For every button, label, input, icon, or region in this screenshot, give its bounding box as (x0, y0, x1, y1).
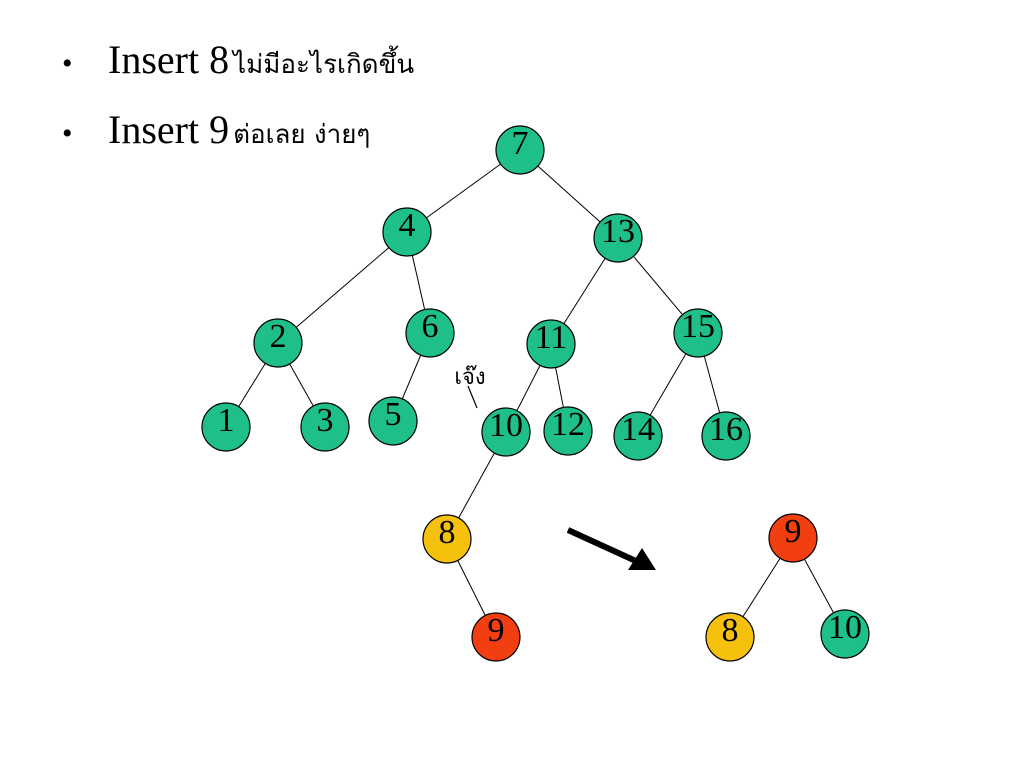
main-node-circle-7 (495, 125, 545, 175)
bullet-marker: • (62, 47, 73, 80)
bullet-item-insert-9: • Insert 9 ต่อเลย ง่ายๆ (62, 106, 370, 155)
result-node-10: 10 (820, 609, 870, 659)
annotation-pointer (467, 385, 478, 409)
main-edge-n6-n5 (401, 354, 422, 400)
main-edge-n2-n1 (238, 363, 266, 407)
main-node-circle-15 (673, 308, 723, 358)
annotation-group: เจ๊ง (454, 365, 486, 409)
main-node-label-8: 8 (439, 514, 456, 551)
main-node-label-2: 2 (270, 318, 287, 355)
main-node-circle-2 (253, 318, 303, 368)
main-node-circle-9 (471, 612, 521, 662)
main-edge-n15-n14 (649, 353, 687, 416)
main-node-15: 15 (673, 308, 723, 358)
main-node-8: 8 (422, 514, 472, 564)
result-node-circle-10 (820, 609, 870, 659)
result-node-label-10: 10 (828, 609, 862, 646)
result-node-circle-8 (705, 612, 755, 662)
main-edge-n4-n6 (411, 255, 426, 310)
main-node-12: 12 (543, 406, 593, 456)
bullet-item-insert-8: • Insert 8 ไม่มีอะไรเกิดขึ้น (62, 36, 414, 85)
result-node-label-8: 8 (722, 612, 739, 649)
edges-layer (238, 163, 835, 618)
main-node-label-13: 13 (601, 213, 635, 250)
main-node-7: 7 (495, 125, 545, 175)
main-node-circle-11 (526, 319, 576, 369)
bullet-text-th: ต่อเลย ง่ายๆ (233, 120, 371, 150)
main-node-1: 1 (201, 402, 251, 452)
bullet-text-en: Insert 9 (108, 107, 230, 152)
main-node-circle-1 (201, 402, 251, 452)
main-edge-n13-n11 (563, 258, 606, 324)
main-node-3: 3 (300, 402, 350, 452)
main-node-label-14: 14 (621, 411, 655, 448)
bullet-text-en: Insert 8 (108, 37, 230, 82)
main-edge-n11-n12 (555, 367, 564, 408)
main-node-label-9: 9 (488, 612, 505, 649)
main-node-2: 2 (253, 318, 303, 368)
bullet-marker: • (62, 117, 73, 150)
bullet-text-th: ไม่มีอะไรเกิดขึ้น (233, 50, 415, 80)
main-edge-n2-n3 (289, 363, 314, 407)
main-node-label-4: 4 (399, 207, 416, 244)
main-node-label-5: 5 (385, 396, 402, 433)
main-node-circle-13 (593, 213, 643, 263)
main-node-4: 4 (382, 207, 432, 257)
main-node-5: 5 (368, 396, 418, 446)
main-node-14: 14 (613, 411, 663, 461)
main-node-16: 16 (701, 411, 751, 461)
result-node-8: 8 (705, 612, 755, 662)
main-edge-n11-n10 (516, 365, 541, 411)
arrow-head (628, 548, 656, 570)
main-edge-n13-n15 (633, 256, 683, 315)
main-node-circle-12 (543, 406, 593, 456)
main-edge-n8-n9 (457, 560, 486, 616)
main-node-circle-6 (405, 308, 455, 358)
main-node-label-16: 16 (709, 411, 743, 448)
main-node-circle-16 (701, 411, 751, 461)
main-node-circle-5 (368, 396, 418, 446)
transform-arrow (566, 527, 656, 570)
result-node-circle-9 (768, 513, 818, 563)
result-edge-r9-r10 (803, 558, 835, 614)
main-node-circle-14 (613, 411, 663, 461)
main-node-6: 6 (405, 308, 455, 358)
main-node-circle-3 (300, 402, 350, 452)
arrow-shaft (566, 527, 640, 565)
annotation-label: เจ๊ง (454, 365, 485, 390)
main-edge-n10-n8 (458, 452, 495, 519)
main-node-label-7: 7 (512, 125, 529, 162)
main-node-label-12: 12 (551, 406, 585, 443)
result-node-9: 9 (768, 513, 818, 563)
main-node-label-1: 1 (218, 402, 235, 439)
main-node-13: 13 (593, 213, 643, 263)
main-node-label-6: 6 (422, 308, 439, 345)
main-node-label-3: 3 (317, 402, 334, 439)
main-node-10: 10 (481, 407, 531, 457)
main-node-label-15: 15 (681, 308, 715, 345)
main-node-9: 9 (471, 612, 521, 662)
main-edge-n15-n16 (703, 356, 721, 413)
main-node-circle-10 (481, 407, 531, 457)
main-node-circle-4 (382, 207, 432, 257)
main-node-label-10: 10 (489, 407, 523, 444)
main-edge-n4-n2 (295, 247, 390, 328)
main-edge-n7-n13 (537, 165, 601, 223)
main-node-11: 11 (526, 319, 576, 369)
main-edge-n7-n4 (426, 163, 501, 219)
result-edge-r9-r8 (742, 557, 781, 618)
main-node-label-11: 11 (535, 319, 568, 356)
main-node-circle-8 (422, 514, 472, 564)
result-node-label-9: 9 (785, 513, 802, 550)
